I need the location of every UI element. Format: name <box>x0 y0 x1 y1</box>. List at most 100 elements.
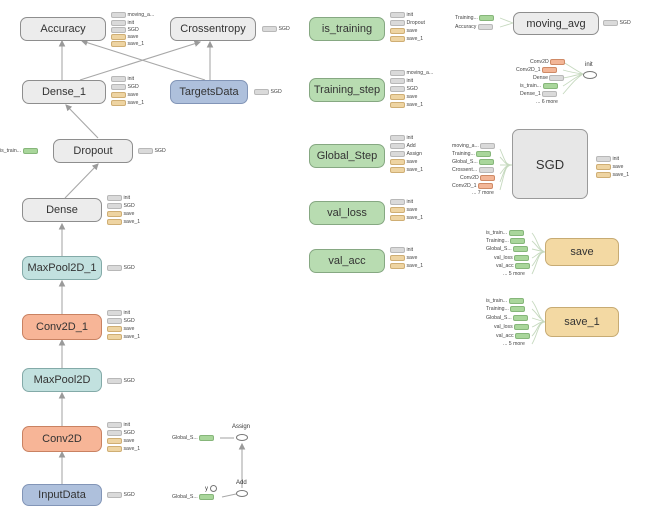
aux-istraining-init: init <box>390 12 413 18</box>
aux-save1-more: ... 5 more <box>503 341 525 347</box>
aux-valacc-init: init <box>390 247 413 253</box>
aux-sgd-save: save <box>596 164 623 170</box>
aux-init-is-train: is_train... <box>520 83 558 89</box>
node-maxpool2d-1[interactable]: MaxPool2D_1 <box>22 256 102 280</box>
aux-accuracy-init: init <box>111 20 134 26</box>
aux-movingavg-training: Training... <box>455 15 495 21</box>
node-dropout[interactable]: Dropout <box>53 139 133 163</box>
aux-trainingstep-moving-a: moving_a... <box>390 70 433 76</box>
node-targetsdata[interactable]: TargetsData <box>170 80 248 104</box>
node-crossentropy[interactable]: Crossentropy <box>170 17 256 41</box>
aux-init-conv2d-1: Conv2D_1 <box>516 67 557 73</box>
aux-valloss-init: init <box>390 199 413 205</box>
aux-movingavg-accuracy: Accuracy <box>455 24 493 30</box>
aux-crossentropy-sgd: SGD <box>262 26 290 32</box>
aux-conv2d1-sgd: SGD <box>107 318 135 324</box>
op-assign-label: Assign <box>232 424 251 430</box>
aux-sgd-more: ... 7 more <box>472 190 494 196</box>
aux-sgd-conv2d-1: Conv2D_1 <box>452 183 493 189</box>
aux-save-is-train: is_train... <box>486 230 524 236</box>
aux-sgd-conv2d: Conv2D <box>460 175 496 181</box>
edge-global-add <box>221 493 237 498</box>
aux-init-dense-1: Dense_1 <box>520 91 558 97</box>
node-conv2d[interactable]: Conv2D <box>22 426 102 452</box>
aux-movingavg-sgd: SGD <box>603 20 631 26</box>
aux-trainingstep-sgd: SGD <box>390 86 418 92</box>
edge-dense1-crossentropy <box>79 40 202 81</box>
aux-conv2d1-init: init <box>107 310 130 316</box>
node-sgd[interactable]: SGD <box>512 129 588 199</box>
node-conv2d-1[interactable]: Conv2D_1 <box>22 314 102 340</box>
aux-save1-is-train: is_train... <box>486 298 524 304</box>
fan-save <box>531 232 546 275</box>
node-maxpool2d[interactable]: MaxPool2D <box>22 368 102 392</box>
aux-accuracy-sgd: SGD <box>111 27 139 33</box>
aux-dropout-is-train: is_train... <box>0 148 38 154</box>
aux-dense-sgd: SGD <box>107 203 135 209</box>
node-save-1[interactable]: save_1 <box>545 307 619 337</box>
aux-conv2d-save: save <box>107 438 134 444</box>
node-save[interactable]: save <box>545 238 619 266</box>
aux-maxpool2d-sgd: SGD <box>107 378 135 384</box>
aux-valacc-save-1: save_1 <box>390 263 423 269</box>
aux-istraining-save-1: save_1 <box>390 36 423 42</box>
op-y-label: y <box>205 485 217 492</box>
node-is-training[interactable]: is_training <box>309 17 385 41</box>
aux-save1-val-loss: val_loss <box>494 324 530 330</box>
node-val-loss[interactable]: val_loss <box>309 201 385 225</box>
aux-istraining-save: save <box>390 28 417 34</box>
fan-save1 <box>531 300 546 345</box>
aux-sgd-global-s: Global_S... <box>452 159 495 165</box>
aux-accuracy-save: save <box>111 34 138 40</box>
aux-trainingstep-init: init <box>390 78 413 84</box>
node-dense[interactable]: Dense <box>22 198 102 222</box>
aux-valloss-save: save <box>390 207 417 213</box>
aux-valacc-save: save <box>390 255 417 261</box>
aux-accuracy-save-1: save_1 <box>111 41 144 47</box>
node-accuracy[interactable]: Accuracy <box>20 17 106 41</box>
aux-dense1-save-1: save_1 <box>111 100 144 106</box>
aux-sgd-init: init <box>596 156 619 162</box>
aux-accuracy-moving-a: moving_a... <box>111 12 154 18</box>
aux-globalstep-add: Add <box>390 143 416 149</box>
aux-save1-training: Training... <box>486 306 526 312</box>
aux-dense-save: save <box>107 211 134 217</box>
node-training-step[interactable]: Training_step <box>309 78 385 102</box>
node-val-acc[interactable]: val_acc <box>309 249 385 273</box>
node-inputdata[interactable]: InputData <box>22 484 102 506</box>
aux-conv2d-sgd: SGD <box>107 430 135 436</box>
aux-trainingstep-save: save <box>390 94 417 100</box>
aux-save-training: Training... <box>486 238 526 244</box>
aux-trainingstep-save-1: save_1 <box>390 102 423 108</box>
aux-init-dense: Dense <box>533 75 565 81</box>
node-moving-avg[interactable]: moving_avg <box>513 12 599 35</box>
aux-sgd-save-1: save_1 <box>596 172 629 178</box>
aux-dense1-init: init <box>111 76 134 82</box>
aux-globalstep-init: init <box>390 135 413 141</box>
node-global-step[interactable]: Global_Step <box>309 144 385 168</box>
op-assign-ellipse[interactable] <box>236 434 248 441</box>
aux-conv2d-save-1: save_1 <box>107 446 140 452</box>
op-global-s-2: Global_S... <box>172 494 215 500</box>
op-init-label: init <box>585 62 593 68</box>
edge-targets-accuracy <box>80 39 206 81</box>
aux-maxpool2d1-sgd: SGD <box>107 265 135 271</box>
node-dense-1[interactable]: Dense_1 <box>22 80 106 104</box>
op-add-ellipse[interactable] <box>236 490 248 497</box>
aux-globalstep-save-1: save_1 <box>390 167 423 173</box>
op-add-label: Add <box>236 480 247 486</box>
fan-movingavg <box>499 17 514 28</box>
aux-targets-sgd: SGD <box>254 89 282 95</box>
fan-init <box>562 61 584 95</box>
aux-save-global-s: Global_S... <box>486 246 529 252</box>
aux-dropout-sgd: SGD <box>138 148 166 154</box>
edge-dropout-dense1 <box>65 104 99 139</box>
edge-dense-dropout <box>64 163 99 199</box>
aux-istraining-dropout: Dropout <box>390 20 425 26</box>
fan-sgd <box>499 148 513 191</box>
aux-conv2d1-save-1: save_1 <box>107 334 140 340</box>
op-init-ellipse[interactable] <box>583 71 597 79</box>
aux-save-more: ... 5 more <box>503 271 525 277</box>
aux-conv2d-init: init <box>107 422 130 428</box>
